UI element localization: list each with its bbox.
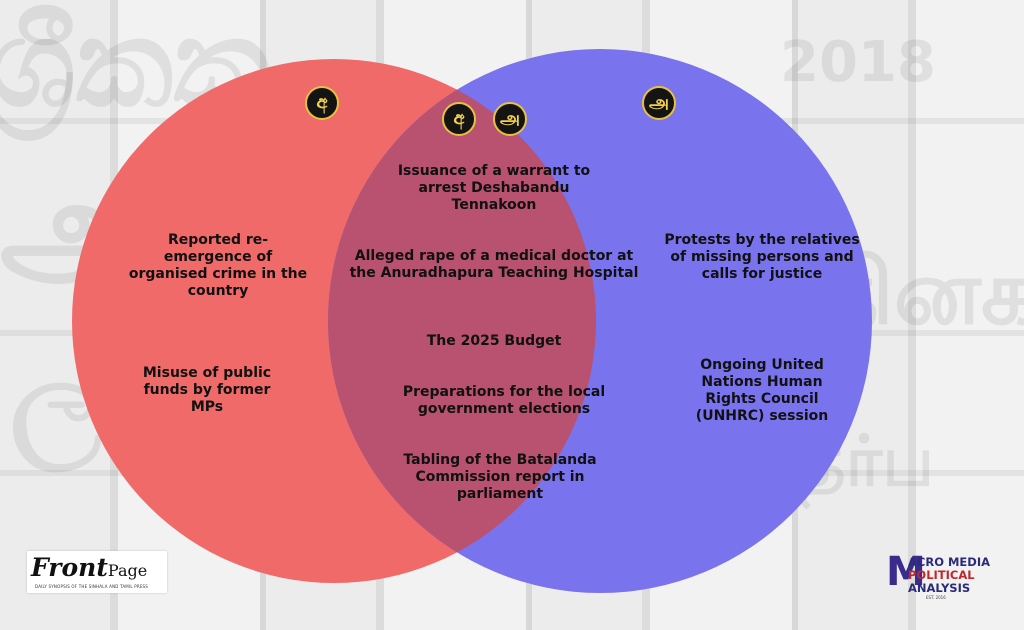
sinhala-badge-middle: අ (442, 102, 476, 136)
acro-media-logo: M ACRO MEDIA POLITICAL ANALYSIS EST. 201… (886, 550, 998, 604)
acro-est: EST. 2016 (926, 595, 946, 600)
frontpage-word-page: Page (107, 561, 148, 580)
left-item-organised-crime: Reported re-emergence of organised crime… (128, 232, 308, 299)
sinhala-badge-left: අ (305, 86, 339, 120)
overlap-item-budget: The 2025 Budget (426, 333, 562, 349)
acro-logo-mark: M (886, 549, 926, 595)
acro-line-1: ACRO MEDIA (908, 555, 990, 569)
acro-line-2: POLITICAL (908, 568, 975, 582)
overlap-item-local-elections: Preparations for the local government el… (402, 384, 606, 417)
tamil-badge-middle: அ (493, 102, 527, 136)
left-item-misuse-of-funds: Misuse of public funds by former MPs (142, 365, 272, 415)
background-newspaper-headline: 2018 (780, 30, 936, 95)
frontpage-tagline: DAILY SYNOPSIS OF THE SINHALA AND TAMIL … (35, 584, 149, 589)
frontpage-logo: FrontPage DAILY SYNOPSIS OF THE SINHALA … (27, 551, 167, 593)
tamil-badge-right: அ (642, 86, 676, 120)
overlap-item-batalanda-report: Tabling of the Batalanda Commission repo… (403, 452, 597, 502)
right-item-unhrc-session: Ongoing United Nations Human Rights Coun… (695, 357, 829, 424)
overlap-item-warrant: Issuance of a warrant to arrest Deshaban… (397, 163, 591, 213)
frontpage-word-front: Front (31, 553, 108, 582)
right-item-missing-persons: Protests by the relatives of missing per… (664, 232, 860, 282)
acro-line-3: ANALYSIS (908, 581, 971, 595)
overlap-item-alleged-rape: Alleged rape of a medical doctor at the … (349, 248, 639, 281)
frontpage-wordmark: FrontPage (31, 553, 147, 582)
overlap-region (328, 59, 596, 583)
